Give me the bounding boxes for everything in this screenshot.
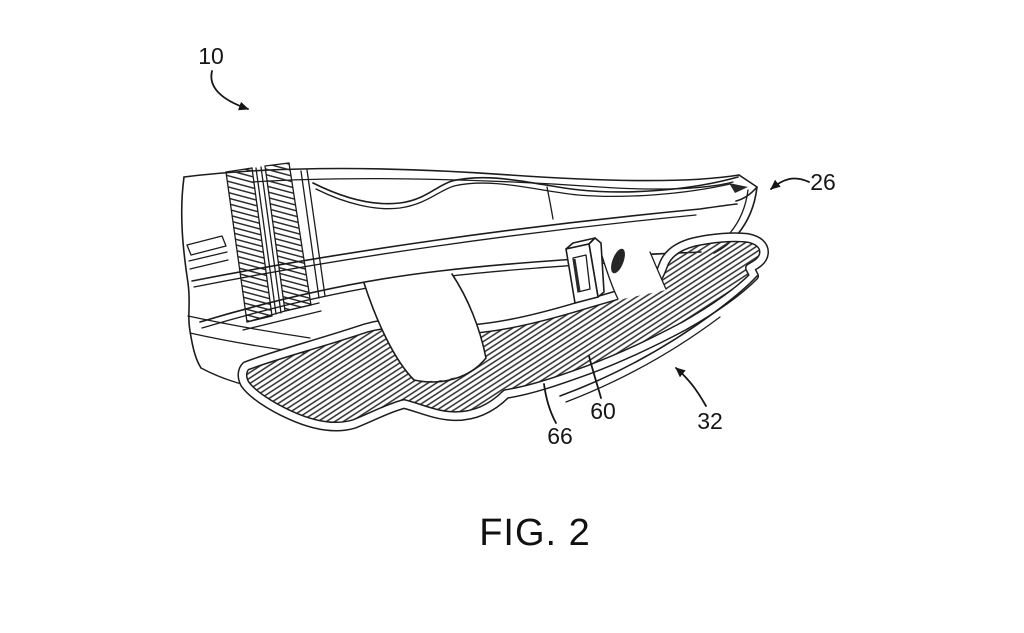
fascia-lower-edge (559, 275, 758, 397)
tailgate-left-seam-1 (300, 170, 320, 299)
side-edge-inner (729, 189, 749, 234)
leader-line-66 (543, 383, 557, 424)
bumper-left-band-1 (187, 315, 311, 339)
spoiler-crease (312, 176, 739, 205)
quarter-trim-line-1 (188, 251, 228, 262)
pod-slot-shadow (572, 258, 581, 292)
step-pad-flange (239, 233, 768, 431)
ref-label-60: 60 (590, 398, 616, 424)
step-dip-fill (364, 274, 486, 382)
ref-label-26: 26 (810, 169, 836, 195)
spoiler-crease-inner (315, 182, 731, 210)
taillight-base-ledge-1 (246, 302, 320, 323)
body-top-edge-inner (251, 177, 734, 190)
leader-line-32 (675, 367, 707, 407)
leader-line-60 (588, 355, 602, 399)
latch-oval (611, 248, 625, 274)
fascia-lower-edge-inner (565, 316, 721, 403)
ref-label-32: 32 (697, 408, 723, 434)
bumper-step-pad (237, 232, 769, 432)
tailgate-crease-upper-inner (193, 214, 697, 288)
taillight-assembly (225, 162, 326, 331)
tailgate-left-seam-2 (306, 169, 326, 297)
ref-label-10: 10 (198, 43, 224, 69)
bumper-step-dip (363, 273, 487, 383)
ref-label-66: 66 (547, 423, 573, 449)
step-dip-outline (363, 273, 487, 383)
rear-bumper-fascia (187, 232, 769, 432)
strut-edge-left (601, 255, 619, 300)
step-pad-hatch (242, 237, 764, 427)
taillight-base-ledge-2 (242, 310, 322, 331)
taillight-seam-2 (260, 166, 282, 314)
leader-line-10 (210, 70, 249, 111)
figure-caption: FIG. 2 (479, 512, 591, 554)
reference-annotations: 10 26 66 60 32 (198, 43, 836, 449)
tailgate-crease-upper (191, 203, 738, 282)
leader-line-26 (770, 177, 810, 190)
taillight-seam-1 (255, 167, 277, 315)
tailgate-mid-seam (546, 186, 554, 220)
taillight-hatch-left (225, 167, 273, 323)
side-reflector (186, 235, 227, 256)
quarter-trim-line-2 (189, 259, 229, 270)
tailgate-camera-pod (565, 237, 625, 304)
left-quarter-outline (180, 176, 202, 369)
tip-marking (729, 183, 748, 193)
strut-edge-right (649, 251, 667, 290)
